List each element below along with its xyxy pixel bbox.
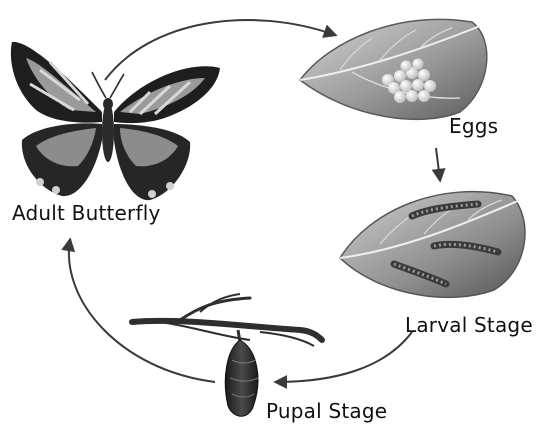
arrow-eggs-to-larva (436, 148, 440, 180)
pupal-stage-label: Pupal Stage (266, 399, 387, 423)
eggs-label: Eggs (449, 114, 498, 138)
branch-illustration (132, 294, 322, 346)
adult-butterfly-label: Adult Butterfly (12, 201, 161, 225)
larval-stage-label: Larval Stage (405, 313, 533, 337)
adult-butterfly-illustration (11, 42, 220, 200)
larva-leaf-illustration (340, 192, 525, 298)
pupa-chrysalis-illustration (225, 330, 258, 416)
eggs-leaf-illustration (300, 19, 487, 119)
arrow-adult-to-eggs (105, 20, 335, 80)
